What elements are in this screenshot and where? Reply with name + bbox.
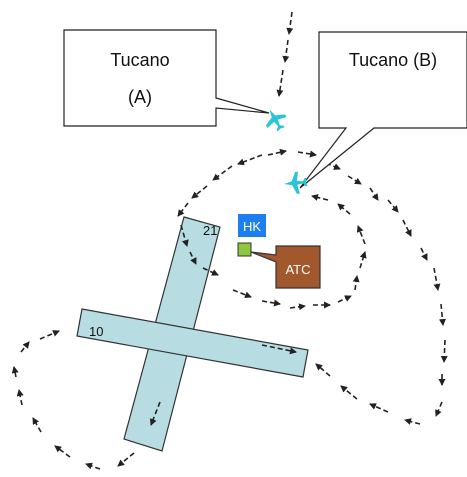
flight-path-arrow-icon [276,69,284,97]
flight-path-arrow-icon [289,303,306,311]
flight-path-arrow-icon [340,385,358,400]
flight-path-arrow-icon [85,462,101,470]
atc-label: ATC [285,262,310,277]
flight-path-arrow-icon [149,401,161,426]
flight-path-arrow-icon [117,452,135,467]
flight-path-arrow-icon [282,39,290,63]
runway-10-label: 10 [89,324,103,339]
tucano-b-text: Tucano (B) [349,50,437,70]
flight-path-arrow-icon [189,251,197,265]
flight-path-arrow-icon [387,199,399,213]
flight-path-arrow-icon [440,339,448,363]
flight-path-arrow-icon [359,251,367,269]
flight-path-arrow-icon [202,267,219,276]
tower-square [237,242,252,257]
flight-path-arrow-icon [261,299,281,307]
atc-callout: ATC [250,245,321,289]
hk-marker: HK [238,214,266,237]
flight-path-arrow-icon [438,303,446,326]
tucano-a-line2: (A) [128,87,152,107]
flight-path-arrow-icon [232,289,252,299]
flight-path-arrow-icon [369,187,379,201]
flight-path-arrow-icon [369,403,389,413]
flight-path-arrow-icon [337,203,351,215]
flight-path-arrow-icon [39,330,60,340]
flight-path-arrow-icon [20,341,30,353]
flight-path-arrow-icon [32,417,42,433]
flight-path-arrow-icon [297,150,317,158]
flight-path-arrow-icon [212,165,233,181]
hk-label: HK [243,219,261,234]
flight-path-arrow-icon [237,154,263,166]
aircraft-a-icon [265,109,287,132]
flight-path-arrow-icon [352,275,360,291]
flight-path-arrow-icon [435,401,443,417]
flight-path-arrow-icon [54,445,71,458]
flight-path-arrow-icon [315,363,331,377]
flight-path-arrow-icon [402,219,412,237]
flight-path-arrow-icon [11,366,19,378]
flight-path-arrow-icon [404,418,421,425]
runway-21-label: 21 [203,223,217,238]
runway-10: 10 [76,308,309,378]
tucano-a-line1: Tucano [110,50,169,70]
flight-path-arrow-icon [16,389,24,406]
flight-path-arrow-icon [267,148,287,156]
flight-path-arrow-icon [177,202,189,217]
flight-path-arrow-icon [356,225,366,245]
flight-path-arrow-icon [180,224,189,247]
flight-path-arrow-icon [191,185,208,199]
aircraft-b-icon [284,171,308,194]
flight-path-arrow-icon [311,194,329,201]
flight-path-arrow-icon [286,11,294,35]
flight-path [11,11,448,470]
flight-path-arrow-icon [433,267,441,291]
flight-path-arrow-icon [420,247,428,261]
flight-path-arrow-icon [337,295,352,303]
flight-path-arrow-icon [347,175,362,185]
tucano-b-callout: Tucano (B) [299,31,467,189]
tucano-a-callout: Tucano (A) [63,29,270,127]
flight-path-arrow-icon [261,344,297,355]
